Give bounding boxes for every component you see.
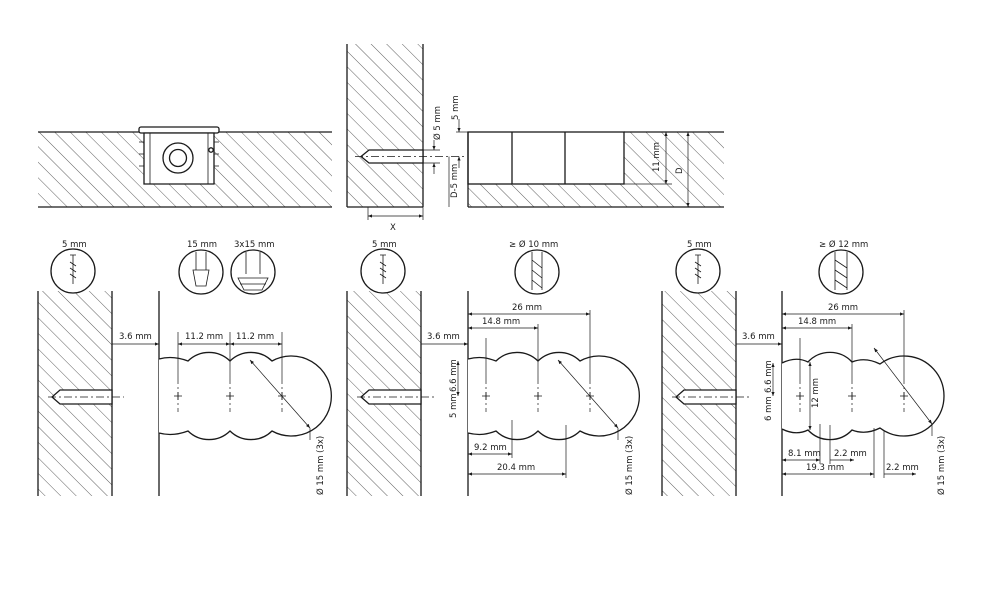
- dim-3-6mm-b: 3.6 mm: [427, 332, 460, 342]
- dim-11-2mm-a1: 11.2 mm: [185, 332, 223, 342]
- dim-14-8mm-b: 14.8 mm: [482, 317, 520, 327]
- dim-8-1mm: 8.1 mm: [788, 449, 821, 459]
- dim-phi-5mm: Ø 5 mm: [432, 106, 443, 140]
- dim-x: X: [390, 223, 396, 233]
- dim-14-8mm-c: 14.8 mm: [798, 317, 836, 327]
- dim-20-4mm: 20.4 mm: [497, 463, 535, 473]
- dim-phi-15mm-b: Ø 15 mm (3x): [624, 436, 635, 495]
- dim-5mm-b: 5 mm: [449, 393, 459, 418]
- dim-d: D: [675, 167, 685, 174]
- router-bit-10mm-icon: [514, 249, 560, 295]
- dim-26mm-c: 26 mm: [828, 303, 858, 313]
- dim-phi-15mm-a: Ø 15 mm (3x): [315, 436, 326, 495]
- dim-2-2mm-c1: 2.2 mm: [834, 449, 867, 459]
- drill-bit-icon: [50, 248, 96, 294]
- variant-a: 5 mm 15 mm 3x15 mm 3.6 mm 11.2 mm 11.2 m…: [37, 240, 333, 496]
- dim-9-2mm: 9.2 mm: [474, 443, 507, 453]
- drill-bit-icon: [675, 248, 721, 294]
- forstner-bit-icon: [178, 249, 224, 295]
- label-drill-5mm-c: 5 mm: [687, 240, 712, 250]
- variant-b: 5 mm ≥ Ø 10 mm 3.6 mm 26 mm 14.8 mm 6.6 …: [346, 239, 641, 496]
- label-drill-3x15mm: 3x15 mm: [234, 240, 275, 250]
- dim-3-6mm-c: 3.6 mm: [742, 332, 775, 342]
- dim-phi-15mm-c: Ø 15 mm (3x): [936, 436, 947, 495]
- connector-housing: [138, 126, 220, 185]
- dim-6-6mm-b: 6.6 mm: [449, 359, 459, 392]
- label-drill-15mm: 15 mm: [187, 240, 217, 250]
- dim-6mm-c: 6 mm: [764, 396, 774, 421]
- dim-26mm-b: 26 mm: [512, 303, 542, 313]
- dim-3-6mm-a: 3.6 mm: [119, 332, 152, 342]
- dim-19-3mm: 19.3 mm: [806, 463, 844, 473]
- label-drill-5mm-b: 5 mm: [372, 240, 397, 250]
- top-middle-section-view: Ø 5 mm 5 mm D-5 mm X: [346, 44, 470, 233]
- dim-6-6mm-c: 6.6 mm: [764, 360, 774, 393]
- drill-bit-icon: [360, 248, 406, 294]
- dim-12mm-c: 12 mm: [811, 378, 821, 408]
- router-bit-12mm-icon: [818, 249, 864, 295]
- top-left-panel-view: [38, 126, 332, 208]
- top-right-section-view: 11 mm D: [467, 131, 724, 208]
- label-drill-ge-12mm: ≥ Ø 12 mm: [819, 239, 868, 250]
- dim-5mm-top: 5 mm: [451, 95, 461, 120]
- variant-c: 5 mm ≥ Ø 12 mm 3.6 mm 26 mm 14.8 mm 6.6 …: [661, 239, 947, 496]
- label-drill-5mm-a: 5 mm: [62, 240, 87, 250]
- label-drill-ge-10mm: ≥ Ø 10 mm: [509, 239, 558, 250]
- dim-11-2mm-a2: 11.2 mm: [236, 332, 274, 342]
- dim-11mm: 11 mm: [652, 142, 662, 172]
- dim-d-minus-5: D-5 mm: [450, 164, 460, 198]
- dim-2-2mm-c2: 2.2 mm: [886, 463, 919, 473]
- triple-forstner-bit-icon: [230, 249, 276, 295]
